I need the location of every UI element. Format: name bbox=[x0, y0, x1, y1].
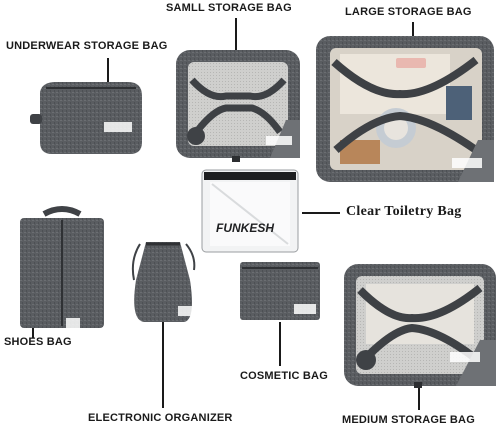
pointer-line-clear-toiletry bbox=[302, 212, 340, 214]
clear-toiletry-bag bbox=[201, 169, 299, 253]
label-shoes-bag: SHOES BAG bbox=[4, 336, 72, 348]
cosmetic-bag bbox=[240, 262, 320, 320]
label-large-storage-bag: LARGE STORAGE BAG bbox=[345, 6, 472, 18]
label-electronic-organizer: ELECTRONIC ORGANIZER bbox=[88, 412, 233, 424]
pointer-line-small bbox=[235, 18, 237, 50]
pointer-line-large bbox=[412, 22, 414, 36]
electronic-organizer bbox=[131, 242, 196, 322]
label-medium-storage-bag: MEDIUM STORAGE BAG bbox=[342, 414, 475, 426]
shoes-bag bbox=[20, 206, 104, 328]
small-storage-bag bbox=[176, 50, 300, 162]
pointer-line-underwear bbox=[107, 58, 109, 82]
label-cosmetic-bag: COSMETIC BAG bbox=[240, 370, 328, 382]
pointer-line-shoes bbox=[32, 326, 34, 338]
medium-storage-bag bbox=[344, 264, 496, 388]
label-underwear-storage-bag: UNDERWEAR STORAGE BAG bbox=[6, 40, 168, 52]
large-storage-bag bbox=[316, 36, 494, 182]
label-clear-toiletry-bag: Clear Toiletry Bag bbox=[346, 204, 462, 219]
pointer-line-medium bbox=[418, 388, 420, 410]
underwear-storage-bag bbox=[30, 82, 142, 154]
pointer-line-electronic bbox=[162, 322, 164, 408]
label-small-storage-bag: SAMLL STORAGE BAG bbox=[166, 2, 292, 14]
pointer-line-cosmetic bbox=[279, 322, 281, 366]
brand-logo-text: FUNKESH bbox=[216, 221, 274, 235]
